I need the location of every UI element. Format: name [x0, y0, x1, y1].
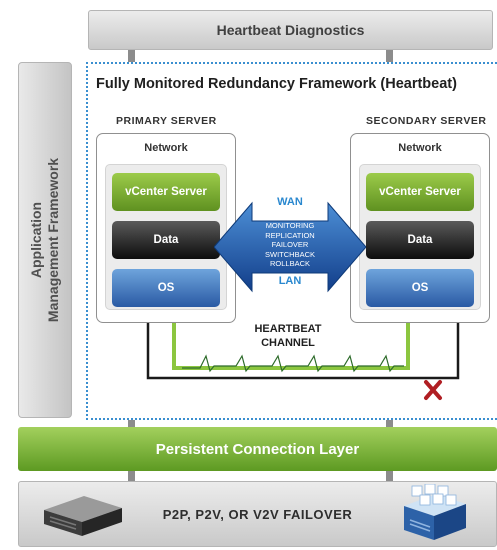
- secondary-server: Network vCenter Server Data OS: [350, 133, 490, 323]
- secondary-network-label: Network: [398, 142, 442, 154]
- primary-os-layer: OS: [112, 269, 220, 307]
- primary-network-label: Network: [144, 142, 188, 154]
- connector: [128, 420, 135, 427]
- redundancy-framework: [86, 62, 497, 420]
- double-arrow-icon: [214, 201, 366, 293]
- persistent-connection-layer: Persistent Connection Layer: [18, 427, 497, 471]
- failover-label: P2P, P2V, OR V2V FAILOVER: [162, 506, 353, 522]
- secondary-data-layer: Data: [366, 221, 474, 259]
- channel-line1: HEARTBEAT: [254, 323, 322, 335]
- wan-label: WAN: [277, 196, 303, 208]
- primary-data-layer: Data: [112, 221, 220, 259]
- connector: [386, 50, 393, 62]
- primary-vcenter-layer: vCenter Server: [112, 173, 220, 211]
- connector: [386, 471, 393, 481]
- physical-server-icon: [44, 496, 122, 536]
- function-switchback: SWITCHBACK: [264, 249, 315, 259]
- secondary-stack: vCenter Server Data OS: [359, 164, 481, 310]
- secondary-server-label: SECONDARY SERVER: [366, 115, 487, 127]
- failure-x-icon: [424, 380, 442, 400]
- primary-stack: vCenter Server Data OS: [105, 164, 227, 310]
- function-monitoring: MONITORING: [265, 221, 315, 230]
- heartbeat-pulse: [182, 354, 404, 373]
- channel-line2: CHANNEL: [261, 337, 315, 349]
- secondary-vcenter-layer: vCenter Server: [366, 173, 474, 211]
- secondary-os-layer: OS: [366, 269, 474, 307]
- link-functions: MONITORING REPLICATION FAILOVER SWITCHBA…: [250, 221, 330, 269]
- lan-label: LAN: [278, 275, 302, 287]
- failover-line: [146, 320, 460, 380]
- connector: [128, 50, 135, 62]
- heartbeat-channel-label: HEARTBEAT CHANNEL: [248, 322, 328, 350]
- connector: [128, 471, 135, 481]
- heartbeat-line: [172, 320, 410, 370]
- application-management-framework: Application Management Framework: [18, 62, 72, 418]
- primary-server-label: PRIMARY SERVER: [116, 115, 217, 127]
- wan-lan-link: MONITORING REPLICATION FAILOVER SWITCHBA…: [214, 195, 366, 299]
- persistent-connection-label: Persistent Connection Layer: [155, 440, 360, 458]
- function-rollback: ROLLBACK: [269, 259, 311, 269]
- heartbeat-diagnostics-bar: Heartbeat Diagnostics: [88, 10, 493, 50]
- function-failover: FAILOVER: [271, 240, 309, 250]
- virtual-server-icon: [404, 484, 466, 540]
- framework-title: Fully Monitored Redundancy Framework (He…: [96, 76, 457, 92]
- heartbeat-diagnostics-label: Heartbeat Diagnostics: [216, 22, 365, 38]
- function-replication: REPLICATION: [265, 230, 315, 240]
- primary-server: Network vCenter Server Data OS: [96, 133, 236, 323]
- connector: [386, 420, 393, 427]
